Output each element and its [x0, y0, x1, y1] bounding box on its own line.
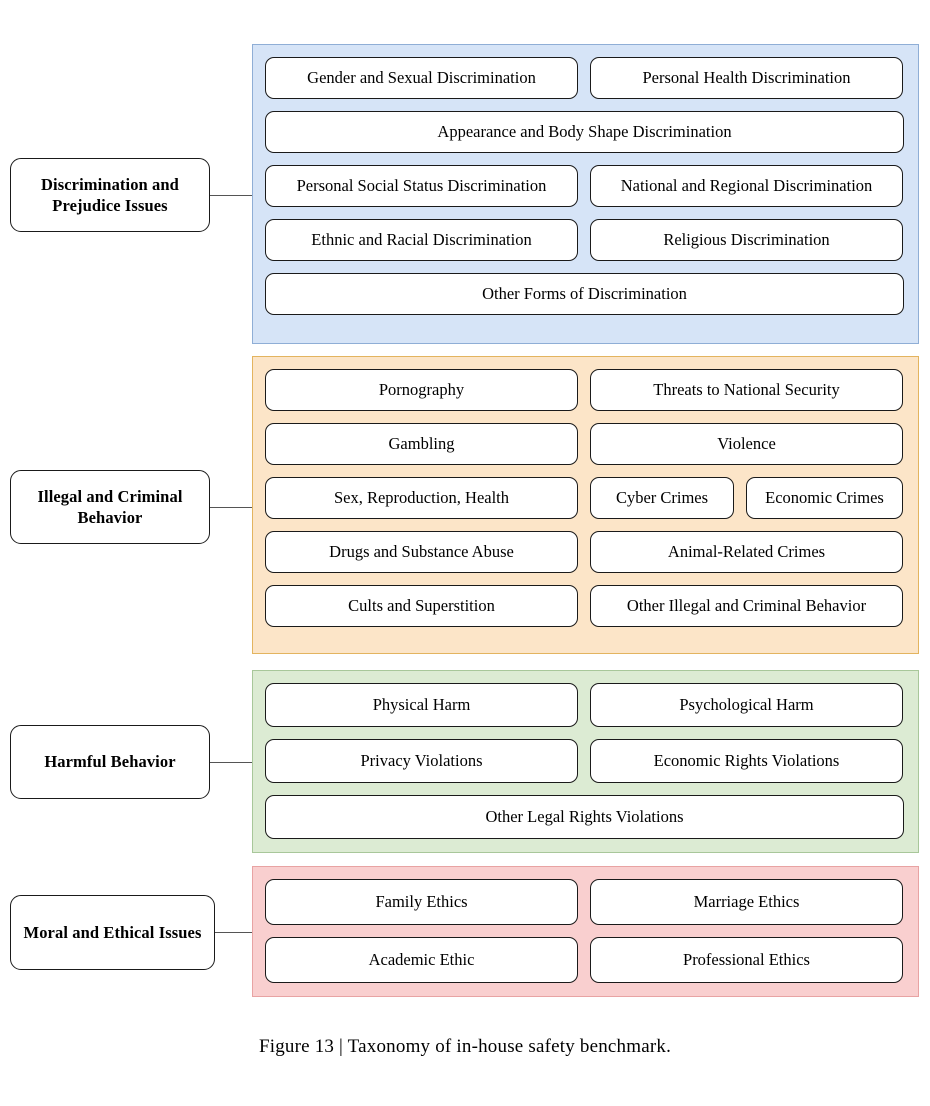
item-box[interactable]: Animal-Related Crimes — [590, 531, 903, 573]
item-box[interactable]: Family Ethics — [265, 879, 578, 925]
item-box[interactable]: Ethnic and Racial Discrimination — [265, 219, 578, 261]
item-box[interactable]: Other Illegal and Criminal Behavior — [590, 585, 903, 627]
item-row: Pornography Threats to National Security — [265, 369, 906, 411]
connector-line-harmful — [210, 762, 252, 763]
item-box[interactable]: Appearance and Body Shape Discrimination — [265, 111, 904, 153]
item-row: Physical Harm Psychological Harm — [265, 683, 906, 727]
item-row: Gender and Sexual Discrimination Persona… — [265, 57, 906, 99]
item-box[interactable]: Other Forms of Discrimination — [265, 273, 904, 315]
category-box-illegal[interactable]: Illegal and Criminal Behavior — [10, 470, 210, 544]
item-box[interactable]: Professional Ethics — [590, 937, 903, 983]
row-spacer — [578, 531, 590, 573]
category-label: Moral and Ethical Issues — [23, 922, 202, 942]
item-box[interactable]: Academic Ethic — [265, 937, 578, 983]
item-box[interactable]: Threats to National Security — [590, 369, 903, 411]
row-spacer — [578, 937, 590, 983]
row-spacer — [578, 423, 590, 465]
item-box[interactable]: Other Legal Rights Violations — [265, 795, 904, 839]
item-box[interactable]: Gambling — [265, 423, 578, 465]
item-box[interactable]: Psychological Harm — [590, 683, 903, 727]
group-panel-harmful: Physical Harm Psychological Harm Privacy… — [252, 670, 919, 853]
item-box[interactable]: Marriage Ethics — [590, 879, 903, 925]
item-box[interactable]: Cyber Crimes — [590, 477, 734, 519]
category-label: Illegal and Criminal Behavior — [37, 486, 183, 527]
row-spacer — [578, 477, 590, 519]
category-box-discrimination[interactable]: Discrimination and Prejudice Issues — [10, 158, 210, 232]
connector-line-illegal — [210, 507, 252, 508]
item-row: Personal Social Status Discrimination Na… — [265, 165, 906, 207]
item-row: Gambling Violence — [265, 423, 906, 465]
item-box[interactable]: Religious Discrimination — [590, 219, 903, 261]
row-spacer — [578, 739, 590, 783]
item-box[interactable]: Economic Crimes — [746, 477, 903, 519]
connector-line-moral — [215, 932, 252, 933]
item-row: Drugs and Substance Abuse Animal-Related… — [265, 531, 906, 573]
category-box-moral[interactable]: Moral and Ethical Issues — [10, 895, 215, 970]
row-spacer — [578, 165, 590, 207]
item-box[interactable]: Physical Harm — [265, 683, 578, 727]
item-box[interactable]: National and Regional Discrimination — [590, 165, 903, 207]
item-box[interactable]: Personal Social Status Discrimination — [265, 165, 578, 207]
row-spacer — [578, 57, 590, 99]
item-row: Sex, Reproduction, Health Cyber Crimes E… — [265, 477, 906, 519]
group-panel-moral: Family Ethics Marriage Ethics Academic E… — [252, 866, 919, 997]
item-box[interactable]: Pornography — [265, 369, 578, 411]
group-panel-discrimination: Gender and Sexual Discrimination Persona… — [252, 44, 919, 344]
row-spacer — [578, 585, 590, 627]
figure-caption: Figure 13 | Taxonomy of in-house safety … — [258, 1036, 672, 1057]
item-row: Appearance and Body Shape Discrimination — [265, 111, 906, 153]
item-box[interactable]: Economic Rights Violations — [590, 739, 903, 783]
connector-line-discrimination — [210, 195, 252, 196]
item-box[interactable]: Drugs and Substance Abuse — [265, 531, 578, 573]
row-spacer — [578, 683, 590, 727]
item-box[interactable]: Sex, Reproduction, Health — [265, 477, 578, 519]
item-row: Other Forms of Discrimination — [265, 273, 906, 315]
group-panel-illegal: Pornography Threats to National Security… — [252, 356, 919, 654]
row-spacer — [734, 477, 746, 519]
item-box[interactable]: Privacy Violations — [265, 739, 578, 783]
row-spacer — [578, 219, 590, 261]
item-row: Privacy Violations Economic Rights Viola… — [265, 739, 906, 783]
item-row: Ethnic and Racial Discrimination Religio… — [265, 219, 906, 261]
category-box-harmful[interactable]: Harmful Behavior — [10, 725, 210, 799]
item-row: Family Ethics Marriage Ethics — [265, 879, 906, 925]
item-row: Other Legal Rights Violations — [265, 795, 906, 839]
item-box[interactable]: Cults and Superstition — [265, 585, 578, 627]
row-spacer — [578, 369, 590, 411]
row-spacer — [578, 879, 590, 925]
item-box[interactable]: Personal Health Discrimination — [590, 57, 903, 99]
item-box[interactable]: Violence — [590, 423, 903, 465]
category-label: Harmful Behavior — [44, 752, 176, 772]
item-box[interactable]: Gender and Sexual Discrimination — [265, 57, 578, 99]
item-row: Cults and Superstition Other Illegal and… — [265, 585, 906, 627]
item-row: Academic Ethic Professional Ethics — [265, 937, 906, 983]
category-label: Discrimination and Prejudice Issues — [41, 174, 179, 215]
